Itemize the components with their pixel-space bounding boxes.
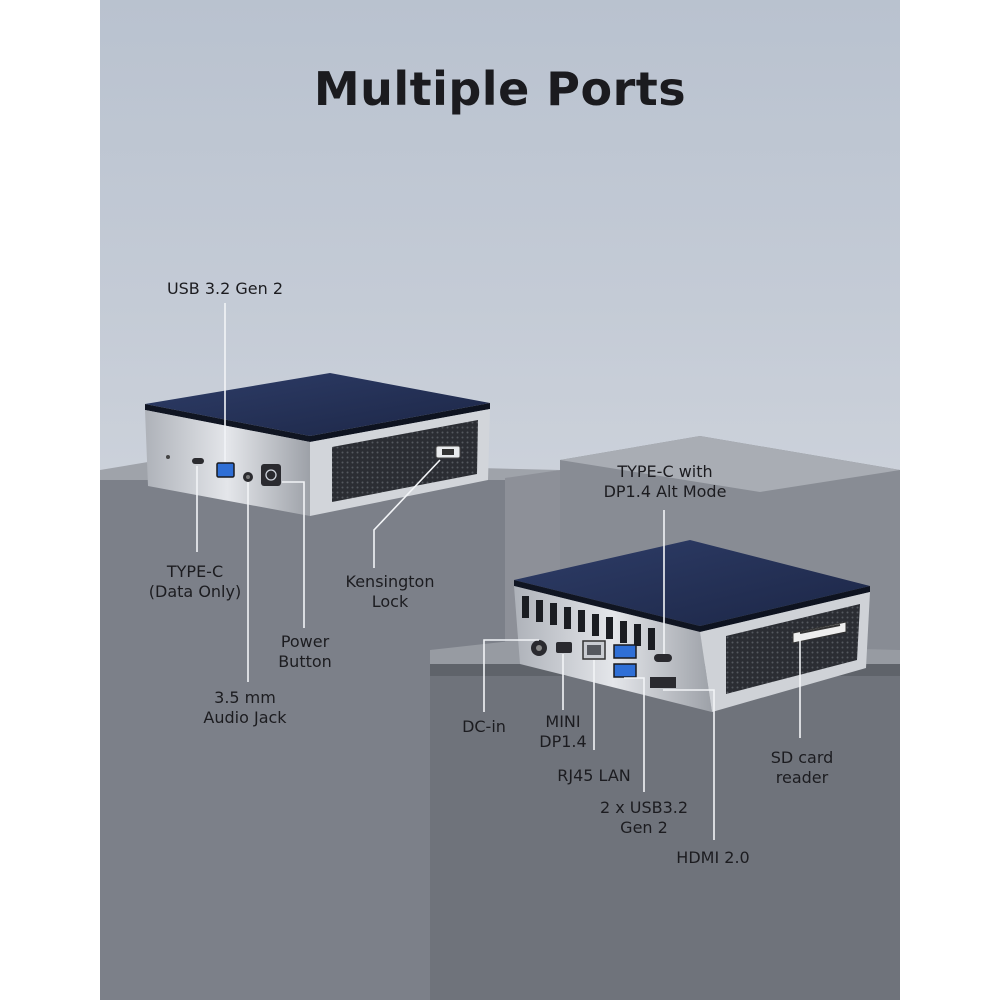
label-dc-in: DC-in bbox=[462, 717, 506, 736]
mini-pc-rear bbox=[514, 540, 870, 712]
label-hdmi: HDMI 2.0 bbox=[676, 848, 750, 867]
label-usb-front: USB 3.2 Gen 2 bbox=[166, 279, 284, 298]
scene-illustration bbox=[100, 303, 900, 1000]
label-rj45: RJ45 LAN bbox=[557, 766, 631, 785]
label-power-button: Power Button bbox=[278, 632, 332, 671]
product-scene: Multiple Ports bbox=[100, 0, 900, 1000]
label-typec-rear: TYPE-C with DP1.4 Alt Mode bbox=[603, 462, 727, 501]
label-audio-jack: 3.5 mm Audio Jack bbox=[203, 688, 287, 727]
label-kensington-lock: Kensington Lock bbox=[345, 572, 435, 611]
label-usb-rear: 2 x USB3.2 Gen 2 bbox=[599, 798, 689, 837]
callout-lines bbox=[196, 303, 801, 840]
mini-pc-front bbox=[145, 373, 490, 516]
label-mini-dp: MINI DP1.4 bbox=[539, 712, 587, 751]
label-typec-front: TYPE-C (Data Only) bbox=[148, 562, 242, 601]
label-sd-card: SD card reader bbox=[770, 748, 834, 787]
page-title: Multiple Ports bbox=[313, 62, 687, 116]
